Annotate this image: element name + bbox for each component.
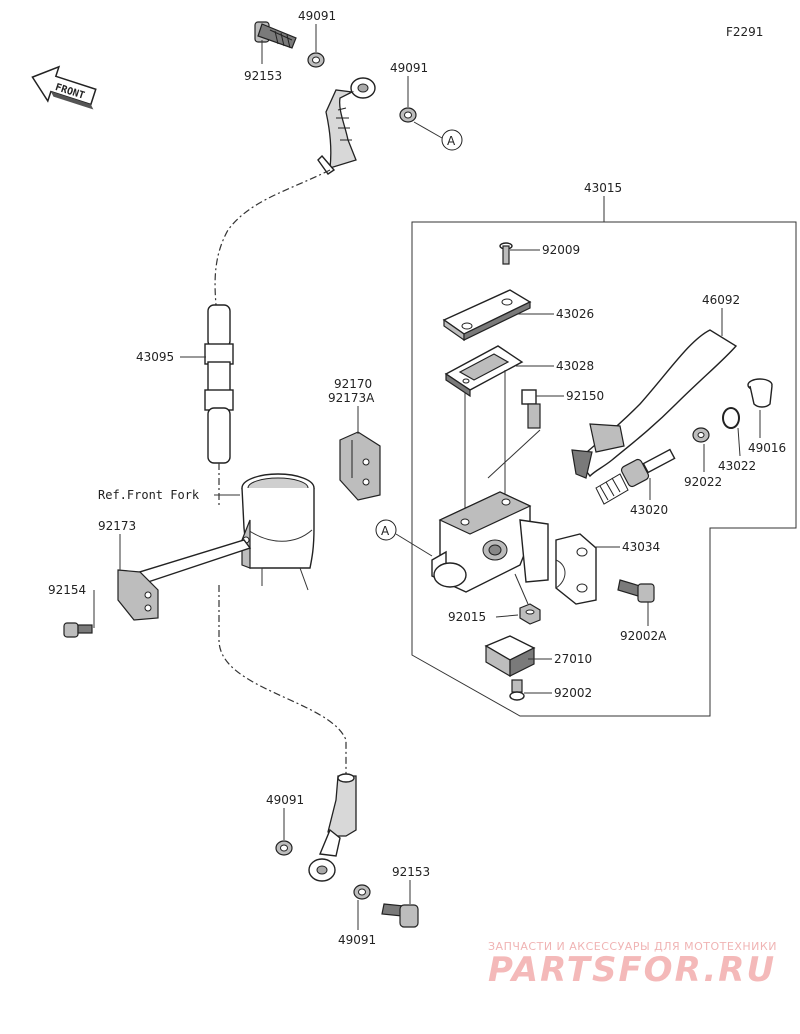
reservoir-cap — [442, 289, 532, 342]
clamp-bolt — [617, 579, 655, 603]
banjo-bolt-lower — [381, 903, 419, 928]
label-27010: 27010 — [554, 652, 592, 666]
brake-lever — [571, 329, 738, 479]
lever-pivot-bolt — [521, 389, 541, 429]
stay-bolt — [63, 622, 93, 638]
brake-hose — [204, 304, 234, 464]
piston-washer — [692, 427, 710, 443]
circlip — [722, 407, 740, 429]
svg-text:A: A — [447, 134, 456, 148]
label-43028: 43028 — [556, 359, 594, 373]
label-43034: 43034 — [622, 540, 660, 554]
front-arrow-icon: FRONT — [31, 65, 97, 110]
washer-upper-b — [399, 107, 417, 123]
diagram-code: F2291 — [726, 25, 763, 39]
switch-screw — [509, 679, 525, 701]
label-46092: 46092 — [702, 293, 740, 307]
label-92154: 92154 — [48, 583, 86, 597]
watermark-brand: PARTSFOR.RU — [488, 950, 777, 990]
hose-upper-fitting — [317, 77, 376, 175]
handlebar-clamp — [555, 533, 597, 605]
label-ref-front-fork: Ref.Front Fork — [98, 488, 200, 502]
leader-lines — [93, 24, 761, 930]
banjo-bolt-upper — [254, 21, 297, 49]
watermark-subtitle: ЗАПЧАСТИ И АКСЕССУАРЫ ДЛЯ МОТОТЕХНИКИ — [488, 940, 777, 953]
label-92153-b: 92153 — [392, 865, 430, 879]
washer-lower-a — [275, 840, 293, 856]
assembly-outline — [411, 221, 797, 717]
diaphragm-plate — [444, 345, 524, 398]
label-92170: 92170 — [334, 377, 372, 391]
label-92153-a: 92153 — [244, 69, 282, 83]
hose-stay — [117, 539, 252, 621]
label-92009: 92009 — [542, 243, 580, 257]
label-43026: 43026 — [556, 307, 594, 321]
piston-assembly — [595, 448, 676, 505]
master-cylinder-body — [431, 491, 549, 593]
label-92150: 92150 — [566, 389, 604, 403]
washer-upper-a — [307, 52, 325, 68]
hose-lower-fitting — [308, 773, 357, 882]
label-43095: 43095 — [136, 350, 174, 364]
label-92173a: 92173A — [328, 391, 375, 405]
brake-light-switch — [484, 635, 536, 678]
dust-boot — [747, 378, 773, 408]
front-fork-tube — [241, 473, 315, 591]
label-92022: 92022 — [684, 475, 722, 489]
connector-a-upper: A — [413, 121, 463, 151]
label-49091-a: 49091 — [298, 9, 336, 23]
label-43015: 43015 — [584, 181, 622, 195]
label-92002: 92002 — [554, 686, 592, 700]
label-43020: 43020 — [630, 503, 668, 517]
label-43022: 43022 — [718, 459, 756, 473]
switch-nut — [519, 603, 541, 625]
label-92002a: 92002A — [620, 629, 667, 643]
label-49016: 49016 — [748, 441, 786, 455]
label-92173: 92173 — [98, 519, 136, 533]
connector-a-lower: A — [375, 519, 433, 557]
hose-clamp-upper — [339, 431, 381, 501]
label-92015: 92015 — [448, 610, 486, 624]
label-49091-b: 49091 — [390, 61, 428, 75]
label-49091-d: 49091 — [338, 933, 376, 947]
washer-lower-b — [353, 884, 371, 900]
label-49091-c: 49091 — [266, 793, 304, 807]
cap-screw — [499, 242, 513, 265]
svg-text:A: A — [381, 524, 390, 538]
